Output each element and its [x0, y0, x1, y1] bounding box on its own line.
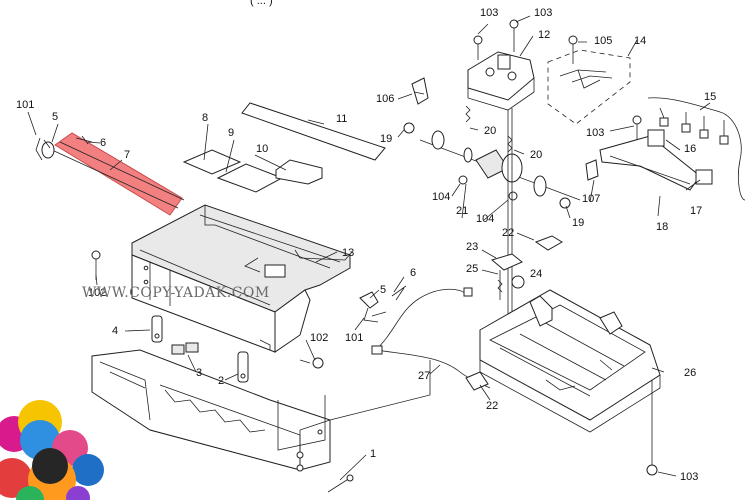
- callout-23: 23: [466, 241, 478, 253]
- center-small-parts: [371, 235, 563, 391]
- callout-3: 3: [196, 367, 202, 379]
- cover-assembly-13: [131, 204, 353, 353]
- callout-103-b: 103: [534, 7, 552, 19]
- callout-10: 10: [256, 143, 268, 155]
- callout-101: 101: [16, 99, 34, 111]
- callout-103-c: 103: [586, 127, 604, 139]
- callout-8: 8: [202, 112, 208, 124]
- callout-22-a: 22: [502, 227, 514, 239]
- leader-lines: [27, 15, 711, 481]
- callout-4: 4: [112, 325, 118, 337]
- callout-5-right: 5: [380, 284, 386, 296]
- callout-25: 25: [466, 263, 478, 275]
- callout-6: 6: [100, 137, 106, 149]
- dashed-box-14: [547, 49, 631, 125]
- callout-7: 7: [124, 149, 130, 161]
- callout-102-right: 102: [310, 332, 328, 344]
- callout-13: 13: [342, 247, 354, 259]
- callout-107: 107: [582, 193, 600, 205]
- part-106: [411, 77, 429, 105]
- callout-19-b: 19: [572, 217, 584, 229]
- callout-20-b: 20: [530, 149, 542, 161]
- callout-104-b: 104: [476, 213, 494, 225]
- callout-102: 102: [88, 287, 106, 299]
- header-fragment: ( ... ): [250, 0, 273, 7]
- callout-17: 17: [690, 205, 702, 217]
- callout-2: 2: [218, 375, 224, 387]
- label-sheets: [182, 102, 386, 193]
- color-circles-logo: [0, 400, 104, 500]
- callout-19-a: 19: [380, 133, 392, 145]
- bracket-12: [467, 19, 578, 111]
- callout-6-right: 6: [410, 267, 416, 279]
- roller-7-highlighted: [35, 132, 185, 216]
- sensor-bracket-18: [585, 115, 713, 191]
- callout-20-a: 20: [484, 125, 496, 137]
- callout-27: 27: [418, 370, 430, 382]
- base-frame: [91, 349, 431, 472]
- callout-103-d: 103: [680, 471, 698, 483]
- callout-24: 24: [530, 268, 542, 280]
- paper-guide-26: [479, 289, 661, 476]
- callout-18: 18: [656, 221, 668, 233]
- callout-12: 12: [538, 29, 550, 41]
- callout-14: 14: [634, 35, 646, 47]
- callout-104-a: 104: [432, 191, 450, 203]
- callout-26: 26: [684, 367, 696, 379]
- watermark-text: WWW.COPY-YADAK.COM: [82, 285, 270, 301]
- callout-105: 105: [594, 35, 612, 47]
- callout-21: 21: [456, 205, 468, 217]
- callout-106: 106: [376, 93, 394, 105]
- callout-9: 9: [228, 127, 234, 139]
- callout-11: 11: [336, 113, 347, 125]
- callouts: 101 5 6 7 8 9 10 11 13 102 4 3 2 1 6 5 1…: [16, 7, 716, 483]
- callout-22-b: 22: [486, 400, 498, 412]
- callout-5: 5: [52, 111, 58, 123]
- callout-15: 15: [704, 91, 716, 103]
- callout-103-a: 103: [480, 7, 498, 19]
- sensor-harness-15: [647, 97, 746, 201]
- drive-shaft-assembly: [403, 105, 581, 340]
- callout-16: 16: [684, 143, 696, 155]
- left-small-parts: [91, 250, 407, 493]
- callout-1: 1: [370, 448, 376, 460]
- callout-101-right: 101: [345, 332, 363, 344]
